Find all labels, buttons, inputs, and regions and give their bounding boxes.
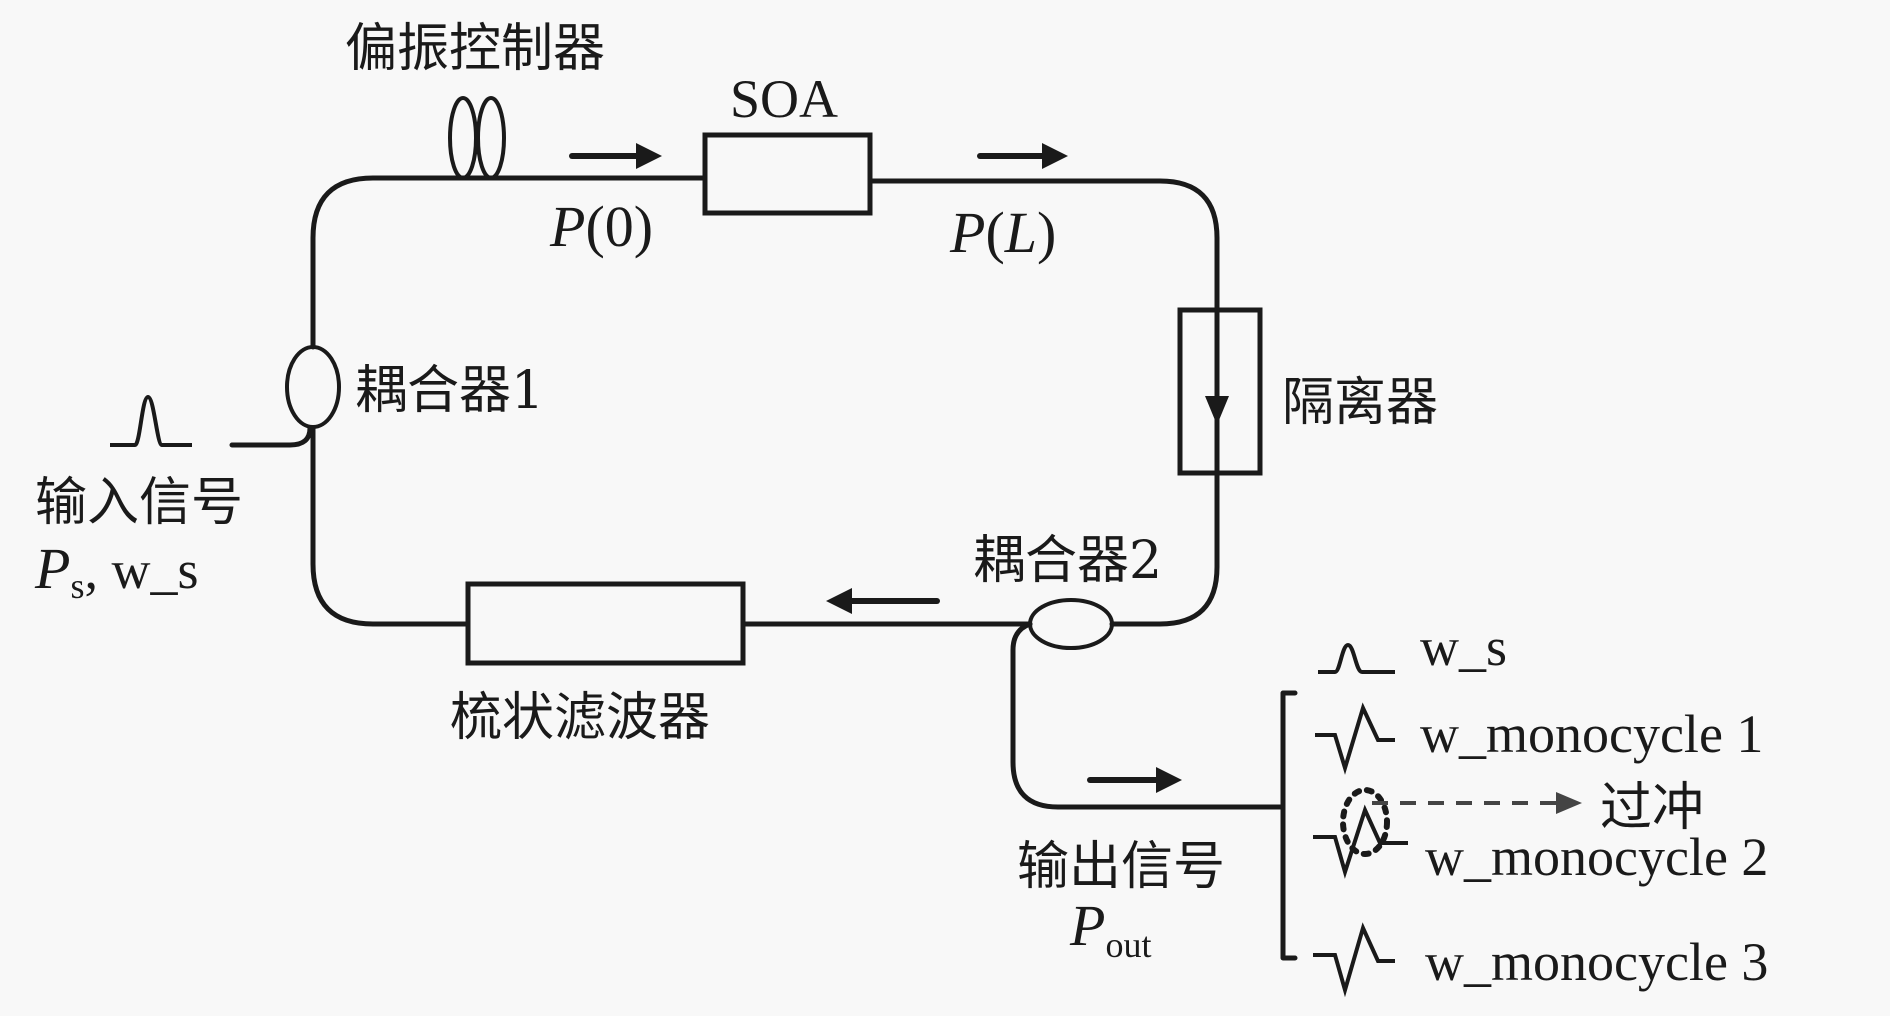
- output-wire: [1010, 621, 1286, 810]
- arrow-right-icon: [569, 143, 662, 169]
- isolator-to-coupler2-wire: [1109, 470, 1220, 627]
- output-bracket: [1280, 690, 1298, 961]
- pl-label: P(L): [949, 200, 1056, 265]
- output-signal-label: 输出信号: [1017, 837, 1225, 897]
- polarization-controller-loop-2: [476, 96, 506, 180]
- arrow-left-icon: [826, 588, 940, 614]
- overshoot-label: 过冲: [1600, 778, 1704, 838]
- soa-box: [702, 132, 873, 216]
- arrow-right-icon: [1087, 767, 1182, 793]
- legend-label-monocycle3: w_monocycle 3: [1425, 932, 1768, 992]
- comb-filter-box: [465, 581, 746, 666]
- input-pulse-icon: [110, 394, 192, 447]
- isolator-box: [1177, 307, 1263, 476]
- coupler2-label: 耦合器2: [973, 531, 1162, 591]
- arrow-right-icon: [977, 143, 1068, 169]
- input-signal-label: 输入信号: [35, 473, 243, 533]
- overshoot-highlight-icon: [1340, 787, 1390, 857]
- coupler2-icon: [1028, 598, 1114, 650]
- legend-label-monocycle1: w_monocycle 1: [1420, 704, 1763, 764]
- ring-top-left-wire: [310, 175, 708, 350]
- legend-label-ws: w_s: [1420, 617, 1507, 677]
- isolator-label: 隔离器: [1282, 373, 1438, 433]
- legend-monocycle1-icon: [1315, 702, 1395, 775]
- p0-label: P(0): [549, 194, 653, 259]
- coupler1-label: 耦合器1: [355, 361, 544, 421]
- comb-filter-label: 梳状滤波器: [450, 688, 710, 748]
- polarization-controller-label: 偏振控制器: [345, 19, 605, 79]
- legend-label-monocycle2: w_monocycle 2: [1425, 827, 1768, 887]
- input-params-label: Ps, w_s: [34, 536, 198, 606]
- filter-to-coupler1-wire: [310, 425, 471, 627]
- coupler1-icon: [285, 345, 341, 429]
- legend-pulse-icon: [1318, 642, 1395, 674]
- polarization-controller-loop-1: [448, 96, 478, 180]
- legend-monocycle2-icon: [1313, 804, 1408, 879]
- isolator-direction-icon: [1205, 396, 1229, 425]
- soa-to-isolator-wire: [867, 178, 1220, 313]
- soa-label: SOA: [730, 69, 838, 129]
- input-wire: [229, 425, 313, 448]
- output-power-label: Pout: [1069, 893, 1151, 965]
- overshoot-arrow-icon: [1556, 792, 1582, 814]
- legend-monocycle3-icon: [1313, 922, 1395, 998]
